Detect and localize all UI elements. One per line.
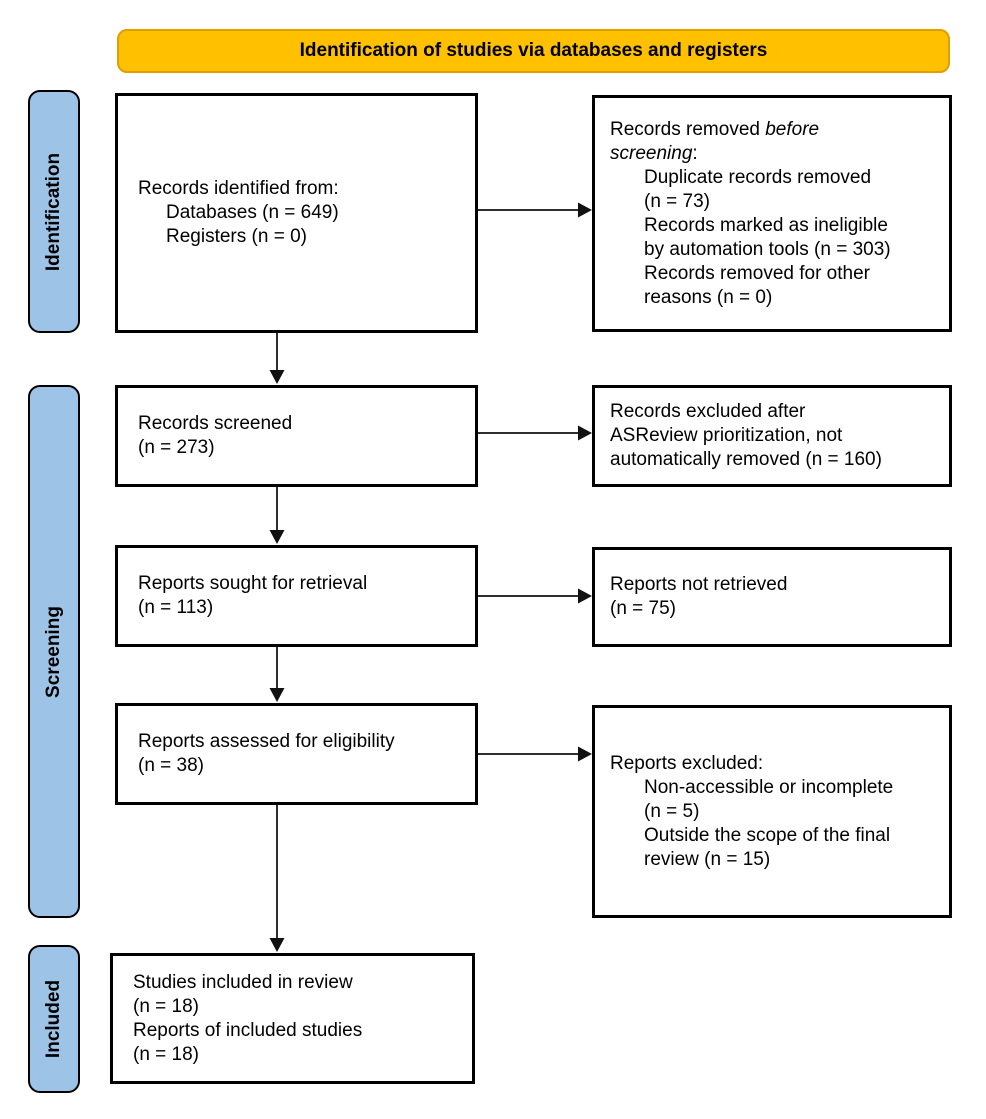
arrow-sought-to-not-retrieved <box>478 588 592 604</box>
box-records-removed: Records removed before screening: Duplic… <box>592 95 952 332</box>
records-removed-item: reasons (n = 0) <box>644 286 773 308</box>
records-excluded-asreview-line: ASReview prioritization, not <box>610 425 843 446</box>
records-excluded-asreview-line: automatically removed (n = 160) <box>610 449 882 470</box>
reports-sought-line: Reports sought for retrieval <box>138 573 368 594</box>
records-identified-items: Databases (n = 649) Registers (n = 0) <box>138 201 467 249</box>
records-removed-title-italic2: screening <box>610 142 693 164</box>
reports-not-retrieved-line: Reports not retrieved <box>610 574 788 595</box>
stage-label-included: Included <box>28 945 80 1093</box>
arrow-assessed-to-included <box>269 805 285 952</box>
records-removed-title-normal: Records removed <box>610 118 766 140</box>
reports-excluded-title: Reports excluded: <box>610 752 764 774</box>
reports-excluded-items: Non-accessible or incomplete(n = 5)Outsi… <box>610 776 943 872</box>
stage-label-screening: Screening <box>28 385 80 918</box>
reports-assessed-lines: Reports assessed for eligibility (n = 38) <box>118 730 475 778</box>
records-screened-line: Records screened <box>138 413 293 434</box>
reports-assessed-line: Reports assessed for eligibility <box>138 731 395 752</box>
records-removed-item: (n = 73) <box>644 190 711 212</box>
reports-excluded-item: review (n = 15) <box>644 848 771 870</box>
box-reports-assessed: Reports assessed for eligibility (n = 38) <box>115 703 478 805</box>
studies-included-lines: Studies included in review(n = 18)Report… <box>113 971 472 1067</box>
studies-included-line: Reports of included studies <box>133 1019 363 1041</box>
box-studies-included: Studies included in review(n = 18)Report… <box>110 953 475 1084</box>
stage-label-identification-text: Identification <box>43 152 65 271</box>
records-screened-line: (n = 273) <box>138 437 215 458</box>
records-removed-item: Records marked as ineligible <box>644 214 888 236</box>
box-reports-not-retrieved: Reports not retrieved (n = 75) <box>592 547 952 647</box>
studies-included-line: Studies included in review <box>133 971 353 993</box>
records-screened-lines: Records screened (n = 273) <box>118 412 475 460</box>
box-records-screened: Records screened (n = 273) <box>115 385 478 487</box>
box-reports-excluded: Reports excluded: Non-accessible or inco… <box>592 705 952 918</box>
reports-not-retrieved-line: (n = 75) <box>610 598 677 619</box>
reports-assessed-line: (n = 38) <box>138 755 205 776</box>
stage-label-included-text: Included <box>43 979 64 1059</box>
stage-label-screening-text: Screening <box>43 605 64 698</box>
records-identified-title: Records identified from: <box>138 178 339 199</box>
arrow-identified-to-screened <box>269 331 285 384</box>
reports-excluded-item: Outside the scope of the final <box>644 824 891 846</box>
records-removed-items: Duplicate records removed(n = 73)Records… <box>610 166 943 310</box>
arrow-assessed-to-reports-excluded <box>478 746 592 762</box>
studies-included-line: (n = 18) <box>133 1043 200 1065</box>
reports-not-retrieved-lines: Reports not retrieved (n = 75) <box>595 573 949 621</box>
arrow-identified-to-removed <box>478 202 592 218</box>
records-removed-title-colon: : <box>692 142 698 164</box>
records-removed-title-line2: screening: <box>610 142 943 166</box>
reports-excluded-item: Non-accessible or incomplete <box>644 776 894 798</box>
records-removed-title-line1: Records removed before <box>610 118 943 142</box>
records-identified-item: Registers (n = 0) <box>166 226 307 247</box>
studies-included-line: (n = 18) <box>133 995 200 1017</box>
reports-excluded-item: (n = 5) <box>644 800 700 822</box>
records-excluded-asreview-line: Records excluded after <box>610 401 806 422</box>
records-removed-item: Duplicate records removed <box>644 166 872 188</box>
banner: Identification of studies via databases … <box>117 29 950 73</box>
records-identified-item: Databases (n = 649) <box>166 202 339 223</box>
reports-sought-lines: Reports sought for retrieval (n = 113) <box>118 572 475 620</box>
arrow-sought-to-assessed <box>269 647 285 702</box>
box-reports-sought: Reports sought for retrieval (n = 113) <box>115 545 478 647</box>
stage-label-identification: Identification <box>28 90 80 333</box>
arrow-screened-to-excluded <box>478 425 592 441</box>
records-removed-item: by automation tools (n = 303) <box>644 238 891 260</box>
records-removed-item: Records removed for other <box>644 262 870 284</box>
banner-title: Identification of studies via databases … <box>299 40 768 61</box>
arrow-screened-to-sought <box>269 487 285 544</box>
records-removed-title-italic: before <box>765 118 820 140</box>
box-records-identified: Records identified from: Databases (n = … <box>115 93 478 333</box>
reports-sought-line: (n = 113) <box>138 597 214 618</box>
